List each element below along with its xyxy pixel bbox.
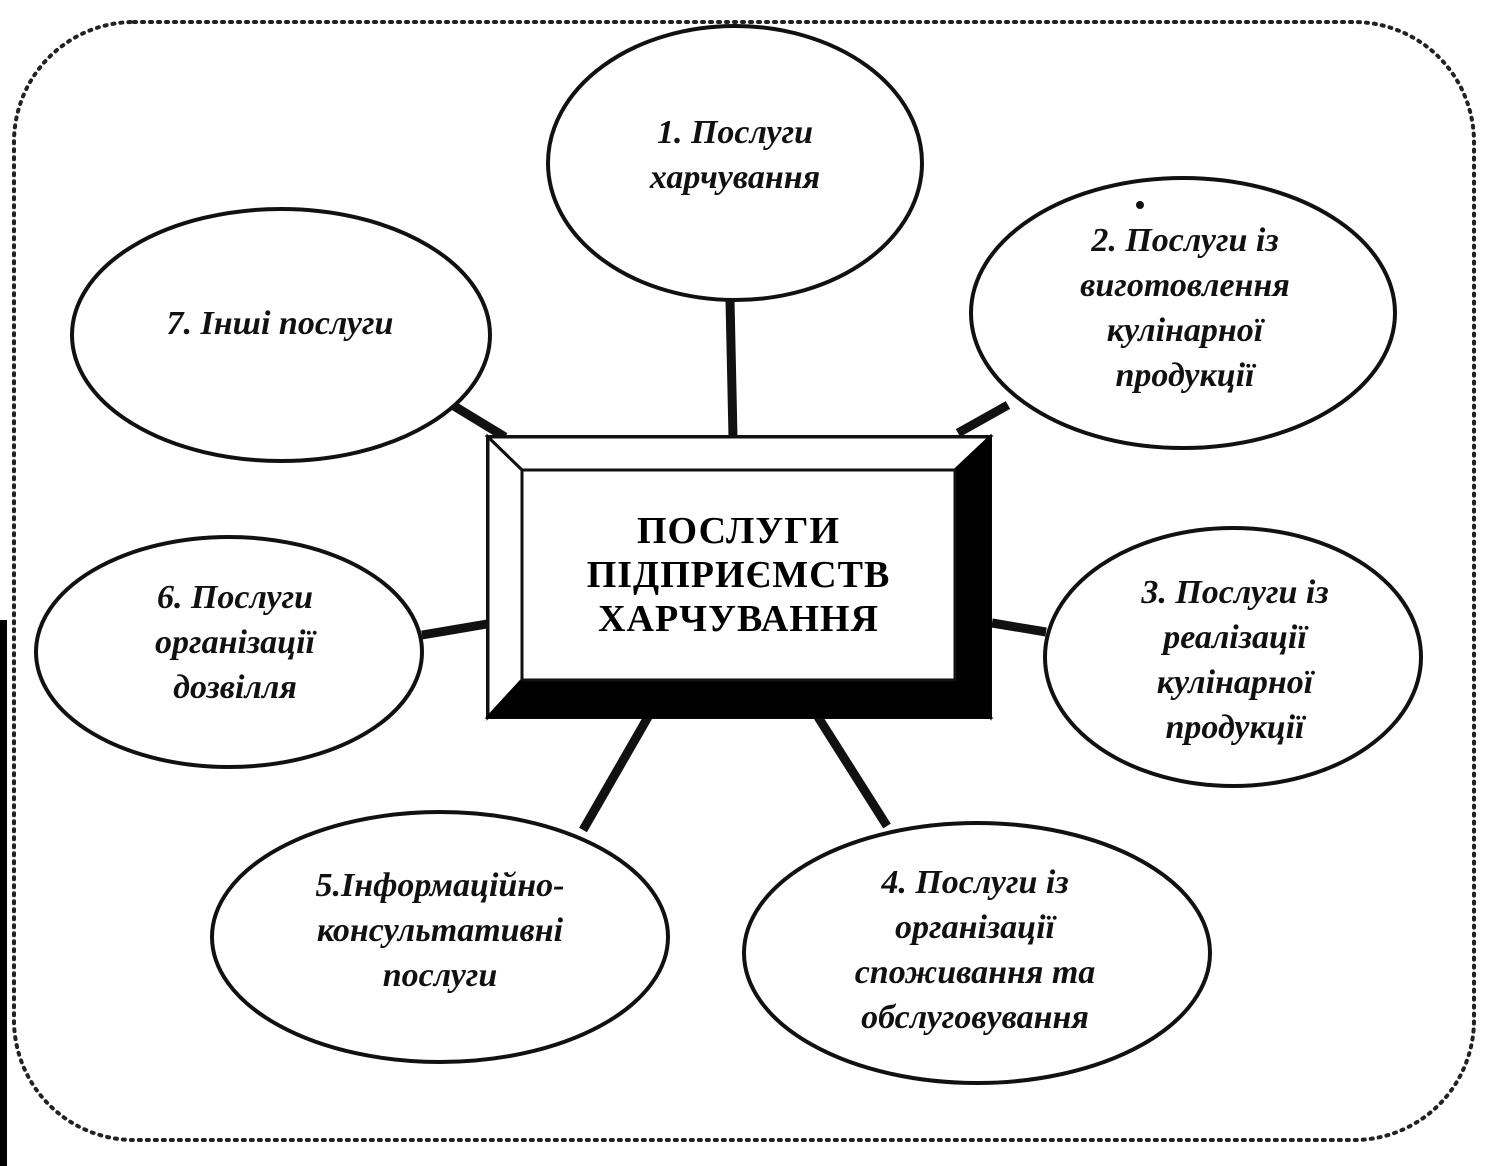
center-label-text: ПОСЛУГИ ПІДПРИЄМСТВ ХАРЧУВАННЯ [586,510,891,640]
center-face [520,468,957,682]
connector-n4 [814,714,891,829]
scan-speck [1136,201,1144,209]
node-ellipse-n5 [210,810,670,1064]
center-bevel-bottom [484,678,994,719]
connector-n6 [421,619,488,640]
node-label-n3: 3. Послуги із реалізації кулінарної прод… [1080,570,1390,750]
center-box [484,433,994,721]
center-label: ПОСЛУГИ ПІДПРИЄМСТВ ХАРЧУВАННЯ [522,470,955,680]
node-text-n3: 3. Послуги із реалізації кулінарної прод… [1141,574,1329,746]
center-bevel-left [486,433,524,721]
connector-group [421,299,1047,833]
node-text-n2: 2. Послуги із виготовлення кулінарної пр… [1080,222,1290,394]
node-label-n5: 5.Інформаційно- консультативні послуги [260,860,620,1000]
node-label-n1: 1. Послуги харчування [575,100,895,210]
node-text-n1: 1. Послуги харчування [649,114,821,196]
node-ellipse-n2 [969,176,1397,450]
connector-n1 [725,299,738,438]
node-label-n6: 6. Послуги організації дозвілля [70,575,400,710]
node-ellipse-n7 [70,207,492,463]
scan-edge-strip [0,620,7,1166]
dotted-frame [12,20,1476,1142]
center-bevel-top [484,435,994,472]
node-text-n6: 6. Послуги організації дозвілля [155,579,315,706]
node-ellipse-n3 [1043,526,1423,788]
node-ellipse-n6 [34,535,424,769]
node-text-n7: 7. Інші послуги [166,304,394,342]
node-text-n4: 4. Послуги із організації споживання та … [854,864,1096,1036]
connector-n3 [991,618,1047,637]
node-ellipse-n4 [742,821,1212,1085]
connector-n5 [579,714,652,833]
node-label-n7: 7. Інші послуги [110,298,450,348]
connector-n2 [955,401,1011,437]
connector-n7 [451,402,508,441]
node-label-n4: 4. Послуги із організації споживання та … [790,860,1160,1040]
node-label-n2: 2. Послуги із виготовлення кулінарної пр… [1020,218,1350,398]
node-ellipses [34,24,1423,1085]
center-bevel-right [953,433,992,721]
node-text-n5: 5.Інформаційно- консультативні послуги [315,866,565,994]
node-ellipse-n1 [546,24,924,302]
